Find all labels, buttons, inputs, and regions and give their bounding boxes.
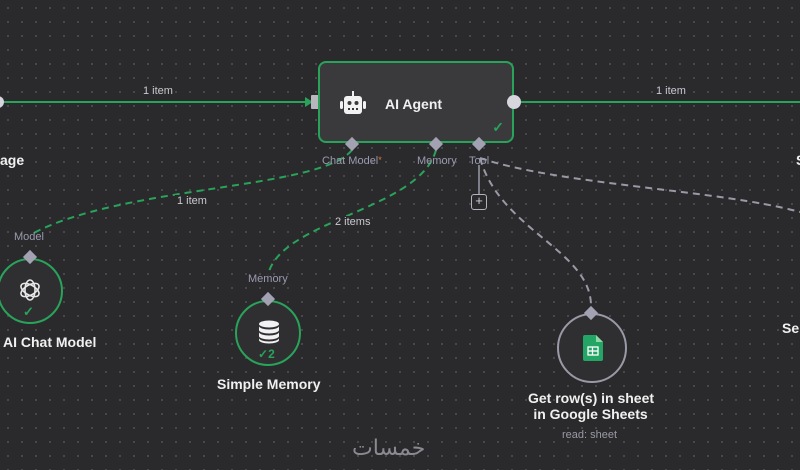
success-count-badge: ✓2 [258, 347, 275, 361]
simple-memory-node[interactable]: ✓2 [235, 300, 301, 366]
edge-label-memory: 2 items [333, 216, 373, 229]
watermark-logo: خمسات [352, 436, 426, 461]
ai-agent-title: AI Agent [385, 96, 443, 112]
success-check-icon: ✓ [492, 119, 504, 135]
edge-memory[interactable] [267, 149, 437, 276]
chat-model-title: AI Chat Model [3, 334, 97, 350]
edge-label-main-in: 1 item [141, 85, 175, 98]
success-count: 2 [268, 347, 275, 361]
memory-port-label: Memory [417, 155, 457, 167]
ai-agent-node[interactable]: AI Agent ✓ [318, 61, 514, 143]
edge-chat-model[interactable] [29, 149, 353, 236]
tool-port-label: Tool [469, 155, 490, 167]
edge-tool-right[interactable] [479, 157, 800, 213]
edge-label-chat-model: 1 item [175, 195, 209, 208]
edge-main-in-arrow [305, 97, 313, 107]
database-icon [259, 320, 279, 344]
success-check-icon: ✓ [23, 304, 34, 319]
chat-model-node[interactable]: ✓ [0, 258, 63, 324]
right-node-bottom-title[interactable]: Se [782, 320, 800, 336]
robot-icon [340, 91, 366, 114]
chat-model-port-label: Chat Model* [322, 155, 382, 167]
add-tool-button[interactable]: + [471, 194, 487, 210]
sheets-node-subtitle: read: sheet [562, 429, 618, 441]
model-port-label: Model [14, 231, 44, 243]
right-node-top-title[interactable]: S [796, 152, 800, 168]
sheets-node-title-line1: Get row(s) in sheet [528, 390, 655, 406]
sheets-node-title: Get row(s) in sheet in Google Sheets [528, 390, 655, 422]
left-node-output-handle[interactable] [0, 96, 4, 108]
edge-label-main-out: 1 item [654, 85, 688, 98]
chat-model-port-text: Chat Model [322, 155, 379, 167]
memory-node-port-label: Memory [248, 273, 288, 285]
edge-tool-sheets[interactable] [479, 157, 592, 306]
agent-output-handle[interactable] [507, 95, 521, 109]
left-node-title[interactable]: age [0, 152, 25, 168]
simple-memory-title: Simple Memory [217, 376, 321, 392]
required-marker: * [378, 155, 382, 165]
google-sheets-node[interactable] [557, 313, 627, 383]
openai-icon [20, 279, 40, 301]
sheets-node-title-line2: in Google Sheets [533, 406, 648, 422]
success-check-icon: ✓ [258, 347, 269, 361]
google-sheets-icon [583, 335, 603, 361]
agent-input-handle[interactable] [311, 95, 319, 109]
